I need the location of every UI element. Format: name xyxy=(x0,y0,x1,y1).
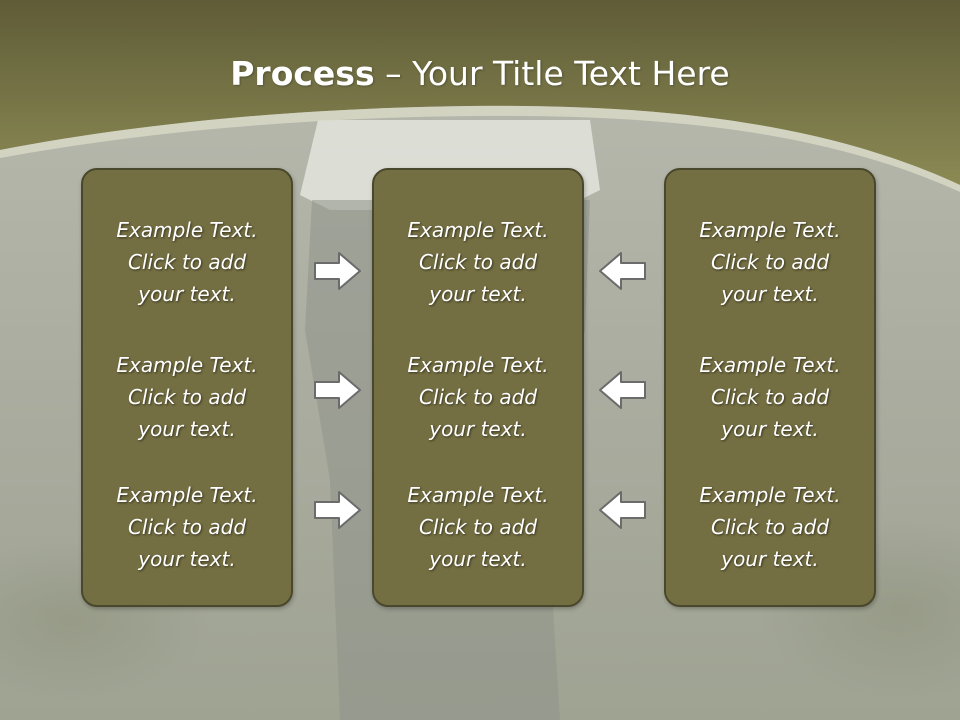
text-line: your text. xyxy=(429,417,527,441)
slide-title: Process – Your Title Text Here xyxy=(0,52,960,96)
text-line: Example Text. xyxy=(116,353,258,377)
arrow-left-icon xyxy=(599,371,646,409)
box-text-item[interactable]: Example Text. Click to add your text. xyxy=(83,214,291,310)
text-line: Click to add xyxy=(418,250,538,274)
arrow-right-icon xyxy=(314,252,361,290)
text-line: Example Text. xyxy=(116,483,258,507)
text-line: Click to add xyxy=(418,385,538,409)
text-line: Example Text. xyxy=(407,483,549,507)
arrow-right-icon xyxy=(314,371,361,409)
text-line: your text. xyxy=(138,547,236,571)
process-box-left[interactable]: Example Text. Click to add your text. Ex… xyxy=(81,168,293,607)
title-separator: – xyxy=(385,54,402,93)
text-line: Click to add xyxy=(127,515,247,539)
text-line: your text. xyxy=(721,417,819,441)
text-line: your text. xyxy=(429,282,527,306)
text-line: Example Text. xyxy=(407,353,549,377)
text-line: Example Text. xyxy=(407,218,549,242)
box-text-item[interactable]: Example Text. Click to add your text. xyxy=(374,349,582,445)
text-line: Example Text. xyxy=(699,353,841,377)
arrow-left-icon xyxy=(599,491,646,529)
box-text-item[interactable]: Example Text. Click to add your text. xyxy=(374,479,582,575)
box-text-item[interactable]: Example Text. Click to add your text. xyxy=(666,479,874,575)
process-box-center[interactable]: Example Text. Click to add your text. Ex… xyxy=(372,168,584,607)
box-text-item[interactable]: Example Text. Click to add your text. xyxy=(666,214,874,310)
text-line: your text. xyxy=(138,282,236,306)
text-line: Click to add xyxy=(127,385,247,409)
text-line: Click to add xyxy=(127,250,247,274)
text-line: Example Text. xyxy=(699,483,841,507)
box-text-item[interactable]: Example Text. Click to add your text. xyxy=(83,349,291,445)
text-line: your text. xyxy=(721,282,819,306)
text-line: Click to add xyxy=(418,515,538,539)
text-line: Example Text. xyxy=(116,218,258,242)
title-text: Your Title Text Here xyxy=(412,54,730,93)
text-line: Example Text. xyxy=(699,218,841,242)
box-text-item[interactable]: Example Text. Click to add your text. xyxy=(374,214,582,310)
text-line: your text. xyxy=(429,547,527,571)
text-line: Click to add xyxy=(710,250,830,274)
box-text-item[interactable]: Example Text. Click to add your text. xyxy=(666,349,874,445)
text-line: your text. xyxy=(138,417,236,441)
box-text-item[interactable]: Example Text. Click to add your text. xyxy=(83,479,291,575)
text-line: Click to add xyxy=(710,515,830,539)
process-box-right[interactable]: Example Text. Click to add your text. Ex… xyxy=(664,168,876,607)
text-line: your text. xyxy=(721,547,819,571)
title-bold: Process xyxy=(230,54,375,93)
text-line: Click to add xyxy=(710,385,830,409)
arrow-left-icon xyxy=(599,252,646,290)
arrow-right-icon xyxy=(314,491,361,529)
